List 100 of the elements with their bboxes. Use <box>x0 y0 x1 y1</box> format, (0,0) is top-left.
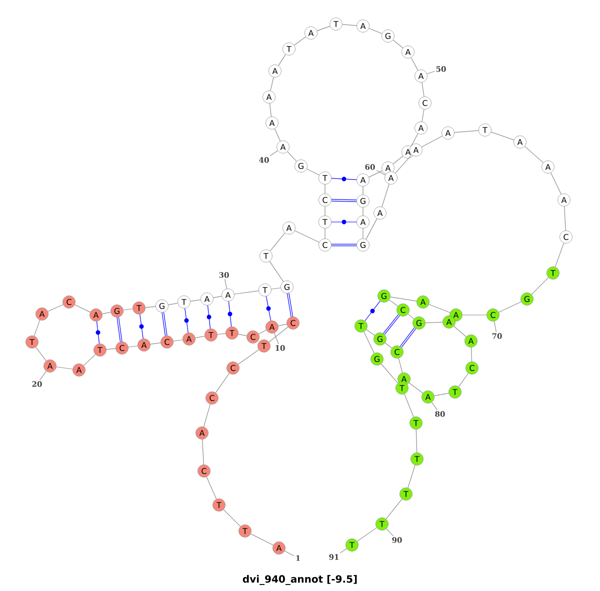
backbone-line <box>215 372 230 393</box>
backbone-line <box>206 476 217 500</box>
backbone-line <box>128 346 138 348</box>
backbone-line <box>454 326 466 338</box>
backbone-line <box>34 320 40 336</box>
backbone-line <box>364 332 374 354</box>
base-pair-line <box>331 244 357 246</box>
backbone-line <box>410 133 418 147</box>
base-pair-line <box>286 293 294 317</box>
backbone-line <box>306 168 320 176</box>
backbone-line <box>408 382 424 394</box>
backbone-line <box>106 348 116 350</box>
backbone-line <box>380 364 398 384</box>
backbone-line <box>270 76 274 91</box>
backbone-line <box>368 170 382 178</box>
backbone-line <box>462 314 487 316</box>
backbone-line <box>203 404 211 428</box>
backbone-line <box>269 261 284 282</box>
backbone-line <box>356 527 378 542</box>
backbone-line <box>386 498 402 520</box>
backbone-line <box>422 82 424 97</box>
backbone-line <box>408 464 416 488</box>
backbone-line <box>48 304 64 312</box>
backbone-line <box>250 534 274 546</box>
leader-line <box>274 332 279 344</box>
backbone-line <box>324 228 326 239</box>
base-pair-line <box>400 327 416 348</box>
backbone-line <box>217 333 226 335</box>
backbone-line <box>416 429 418 453</box>
backbone-line <box>83 354 96 366</box>
backbone-line <box>238 334 247 336</box>
backbone-line <box>362 228 364 239</box>
backbone-line <box>362 207 364 216</box>
leader-line <box>284 550 294 556</box>
backbone-line <box>531 277 549 295</box>
backbone-line <box>434 392 449 396</box>
leader-line <box>494 321 497 332</box>
backbone-line <box>392 40 404 48</box>
backbone-line <box>368 28 382 34</box>
backbone-line <box>366 218 378 240</box>
backbone-line <box>470 347 472 362</box>
backbone-line <box>258 330 267 334</box>
caption: dvi_940_annot [-9.5] <box>242 575 357 585</box>
backbone-line <box>223 509 241 527</box>
backbone-line <box>398 358 403 374</box>
backbone-line <box>202 439 204 465</box>
backbone-line <box>366 329 375 336</box>
backbone-line <box>410 57 418 71</box>
backbone-line <box>428 304 450 313</box>
backbone-line <box>458 372 469 388</box>
base-pair-line <box>228 301 232 327</box>
backbone-line <box>392 156 404 164</box>
base-pair-line <box>139 314 144 339</box>
base-pair-line <box>162 312 168 336</box>
backbone-line <box>56 366 73 370</box>
backbone-line <box>395 154 412 174</box>
leader-line <box>340 548 347 554</box>
backbone-line <box>173 340 183 342</box>
backbone-line <box>408 314 414 320</box>
backbone-line <box>498 301 522 313</box>
leader-line <box>431 402 438 410</box>
backbone-line <box>316 26 330 32</box>
backbone-line <box>36 346 46 362</box>
base-pair-line <box>331 220 357 224</box>
backbone-line <box>294 230 320 243</box>
backbone-line <box>324 206 326 216</box>
backbone-line <box>168 302 178 306</box>
backbone-line <box>422 109 424 122</box>
backbone-line <box>524 146 544 163</box>
backbone-line <box>102 312 111 314</box>
backbone-line <box>550 172 562 194</box>
leader-line <box>386 528 394 536</box>
backbone-line <box>270 232 286 252</box>
backbone-line <box>324 184 326 194</box>
backbone-line <box>564 206 566 231</box>
leader-line <box>426 70 435 74</box>
backbone-line <box>490 132 514 140</box>
backbone-line <box>384 342 392 348</box>
backbone-line <box>421 136 443 148</box>
base-pair-line <box>266 296 272 321</box>
base-pair-line <box>116 317 122 342</box>
backbone-line <box>123 308 133 310</box>
backbone-line <box>213 296 222 298</box>
backbone-line <box>362 186 364 195</box>
leader-line <box>270 150 278 156</box>
base-pair-line <box>206 305 212 329</box>
backbone-line <box>554 242 564 268</box>
leader-line <box>376 170 386 176</box>
backbone-line <box>425 322 443 324</box>
backbone-line <box>238 349 260 365</box>
leader-line <box>224 278 228 289</box>
backbone-line <box>150 342 161 344</box>
backbone-line <box>287 151 297 162</box>
backbone-line <box>271 288 281 290</box>
backbone-line <box>342 24 357 26</box>
leader-line <box>40 370 47 380</box>
base-pair-line <box>331 176 357 182</box>
backbone-line <box>74 304 90 312</box>
backbone-line <box>294 36 306 46</box>
backbone-line <box>454 130 479 133</box>
